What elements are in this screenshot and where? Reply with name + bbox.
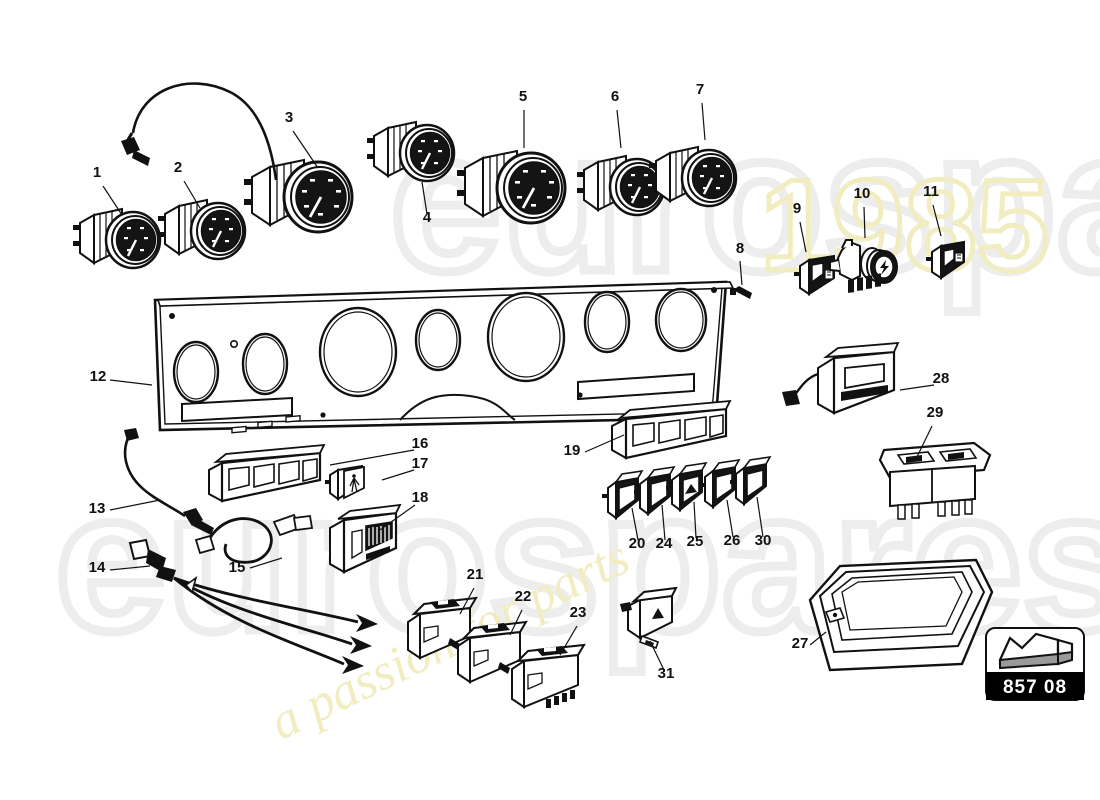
ignition-switch-10 (829, 239, 898, 284)
part-number-badge (985, 627, 1085, 701)
callout-number-23[interactable]: 23 (570, 604, 587, 621)
callout-number-19[interactable]: 19 (564, 442, 581, 459)
callout-number-12[interactable]: 12 (90, 368, 107, 385)
callout-number-27[interactable]: 27 (792, 635, 809, 652)
callout-leader-line-28 (899, 384, 935, 391)
callout-number-4[interactable]: 4 (423, 209, 432, 226)
callout-leader-line-1 (102, 185, 123, 216)
cable-end-fitting (121, 137, 150, 166)
harness-marker (184, 576, 198, 594)
sensor-cable-15 (204, 517, 273, 564)
callout-leader-line-31 (649, 640, 665, 671)
callout-leader-line-26 (726, 499, 734, 538)
storage-tray-27 (808, 558, 994, 672)
callout-leader-line-10 (863, 206, 866, 239)
fixing-screw-art (730, 286, 752, 299)
rocker-switch-11 (926, 240, 965, 280)
callout-leader-line-4 (421, 181, 428, 215)
callout-number-11[interactable]: 11 (923, 183, 939, 200)
callout-number-8[interactable]: 8 (736, 240, 744, 257)
callout-number-10[interactable]: 10 (854, 185, 871, 202)
callout-number-2[interactable]: 2 (174, 159, 182, 176)
part-badge-number: 857 08 (1003, 677, 1067, 698)
callout-number-3[interactable]: 3 (285, 109, 293, 126)
callout-leader-line-27 (809, 631, 827, 646)
callout-number-17[interactable]: 17 (412, 455, 429, 472)
callout-number-5[interactable]: 5 (519, 88, 527, 105)
callout-leader-line-15 (249, 557, 283, 569)
callout-number-20[interactable]: 20 (629, 535, 646, 552)
callout-number-14[interactable]: 14 (89, 559, 106, 576)
callout-leader-line-19 (584, 434, 625, 453)
dashboard-section-icon (998, 632, 1074, 670)
callout-leader-line-17 (381, 469, 415, 481)
double-rocker-panel-29 (878, 441, 992, 520)
callout-leader-line-8 (739, 260, 743, 286)
callout-number-31[interactable]: 31 (658, 665, 675, 682)
callout-leader-line-21 (459, 587, 475, 615)
instrument-panel-facia-art (153, 280, 735, 432)
callout-number-24[interactable]: 24 (656, 535, 673, 552)
switch-bank-19 (611, 399, 732, 460)
connector-lead-14 (128, 538, 176, 582)
callout-leader-line-16 (329, 449, 415, 466)
callout-number-9[interactable]: 9 (793, 200, 801, 217)
callout-number-21[interactable]: 21 (467, 566, 484, 583)
wiring-lead-13 (123, 433, 186, 518)
callout-leader-line-6 (616, 109, 622, 149)
callout-number-18[interactable]: 18 (412, 489, 429, 506)
callout-leader-line-23 (559, 625, 578, 656)
window-switch-22 (457, 620, 528, 684)
callout-number-29[interactable]: 29 (927, 404, 944, 421)
callout-leader-line-2 (183, 180, 201, 209)
callout-number-26[interactable]: 26 (724, 532, 741, 549)
digital-counter-28 (782, 273, 900, 415)
callout-leader-line-20 (631, 507, 639, 541)
callout-leader-line-30 (756, 496, 764, 538)
callout-number-7[interactable]: 7 (696, 81, 704, 98)
callout-leader-line-14 (109, 565, 151, 571)
callout-number-16[interactable]: 16 (412, 435, 429, 452)
callout-number-22[interactable]: 22 (515, 588, 532, 605)
callout-leader-line-22 (509, 609, 523, 636)
cable-15-ends (194, 513, 314, 555)
callout-leader-line-12 (109, 379, 153, 386)
hazard-relay-31 (620, 586, 678, 650)
callout-leader-line-3 (292, 130, 319, 169)
harness-arrow-tips (342, 614, 378, 674)
callout-leader-line-18 (379, 504, 416, 531)
rocker-switch-9 (794, 254, 835, 296)
callout-number-30[interactable]: 30 (755, 532, 772, 549)
window-switch-23 (511, 643, 586, 709)
callout-leader-line-24 (661, 504, 666, 541)
callout-number-1[interactable]: 1 (93, 164, 101, 181)
switch-25 (665, 462, 707, 511)
hazard-switch-17 (325, 464, 365, 501)
callout-leader-line-11 (932, 204, 942, 237)
callout-leader-line-9 (799, 221, 807, 253)
callout-leader-line-7 (701, 102, 706, 141)
switch-bank-16 (208, 414, 326, 503)
callout-number-25[interactable]: 25 (687, 533, 704, 550)
callout-number-28[interactable]: 28 (933, 370, 950, 387)
callout-number-15[interactable]: 15 (229, 559, 246, 576)
callout-leader-line-29 (915, 425, 933, 460)
callout-number-6[interactable]: 6 (611, 88, 619, 105)
lead-13-terminals (124, 428, 214, 535)
callout-leader-line-13 (109, 499, 161, 511)
callout-number-13[interactable]: 13 (89, 500, 106, 517)
callout-leader-line-25 (693, 501, 697, 539)
window-switch-21 (407, 596, 478, 660)
